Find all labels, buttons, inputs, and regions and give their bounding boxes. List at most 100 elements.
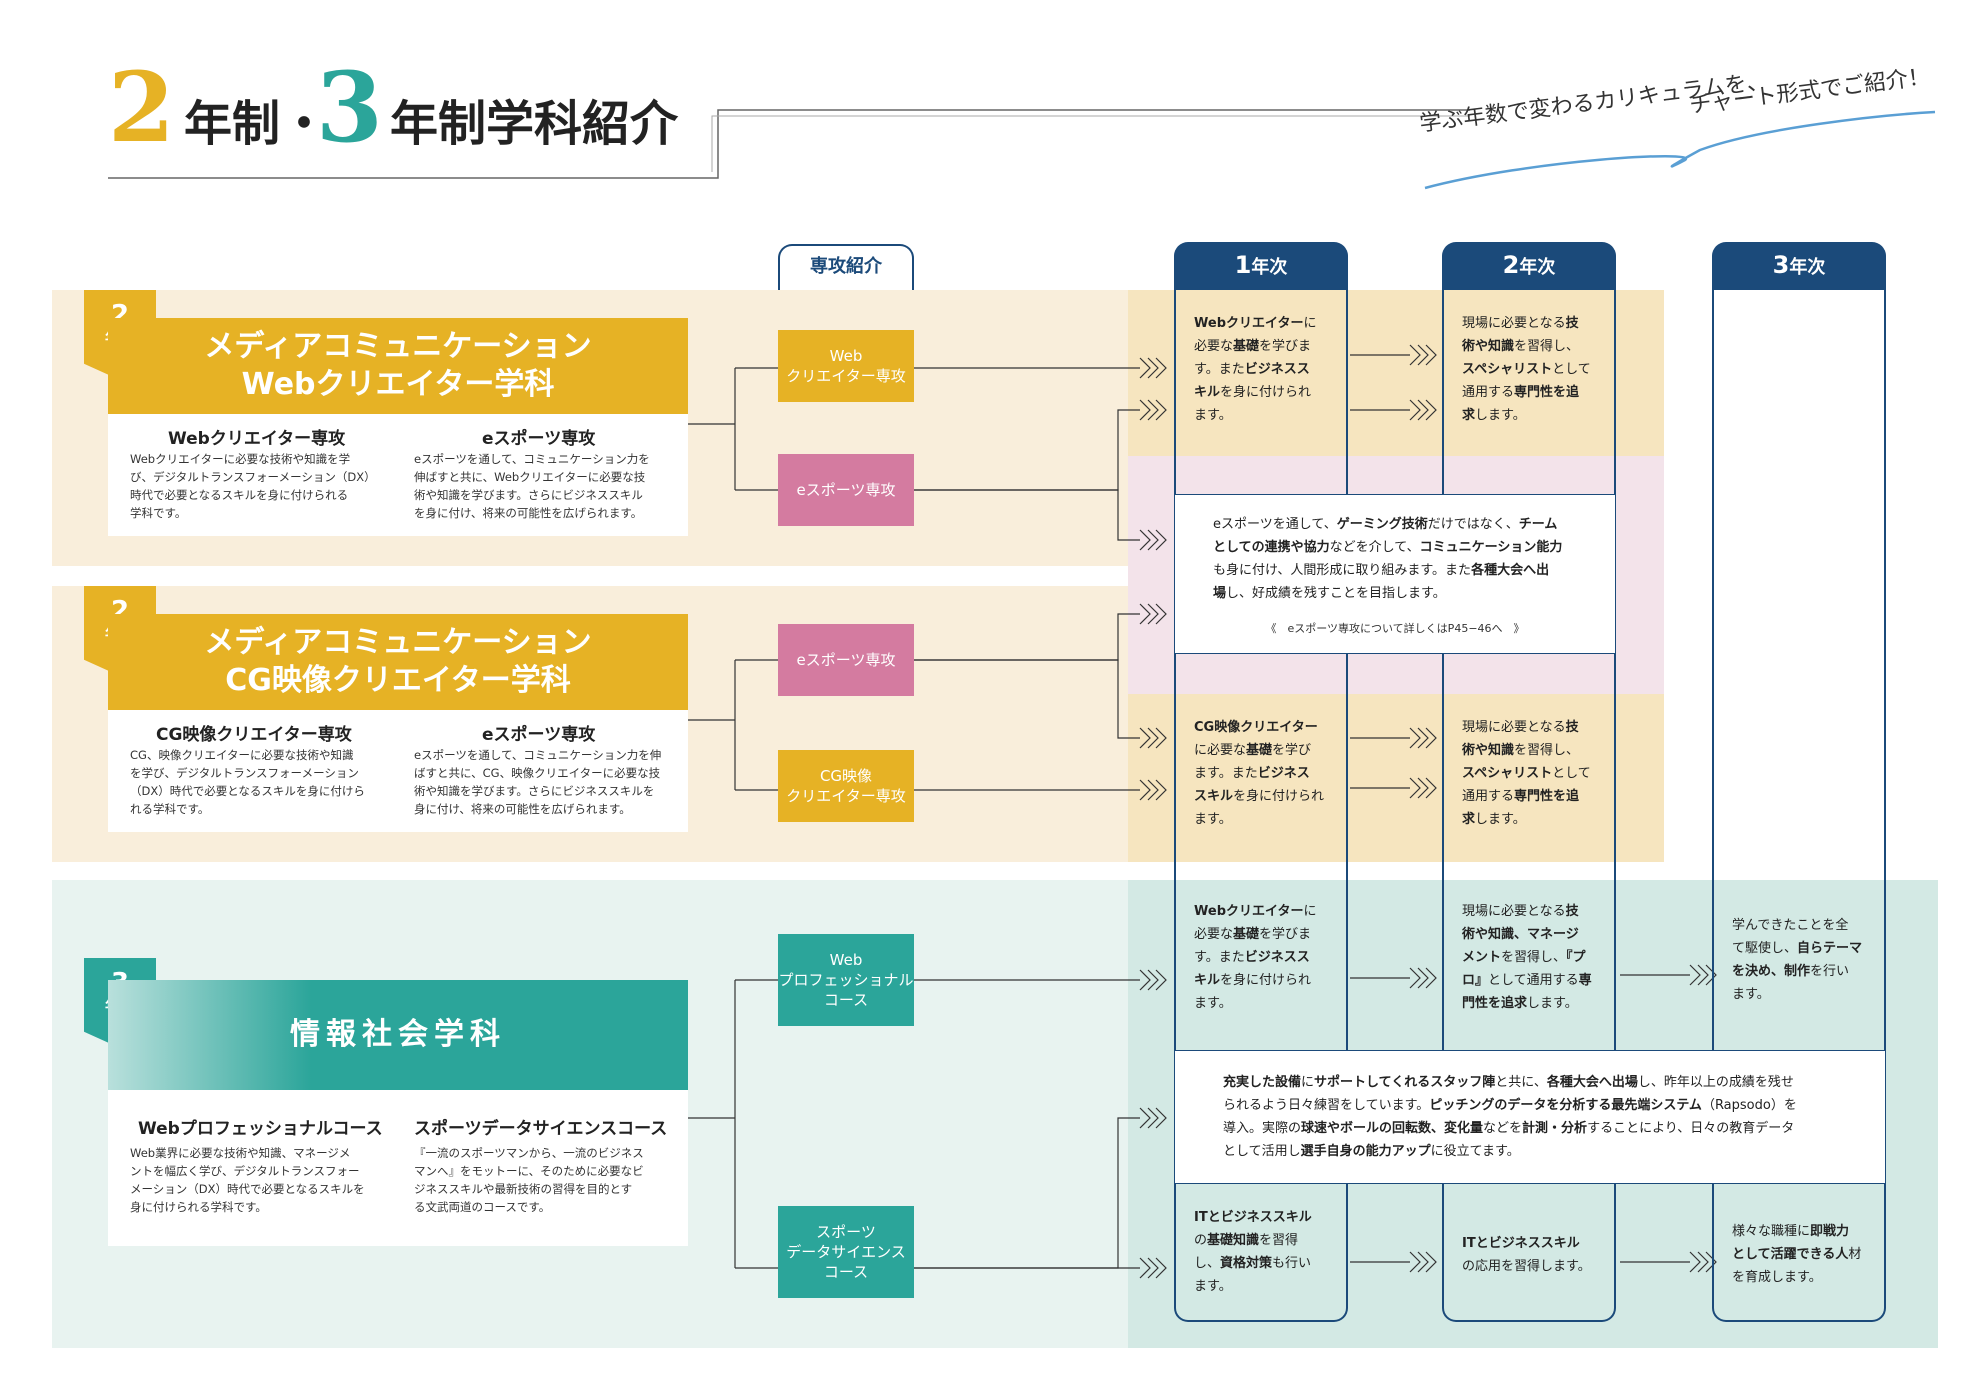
title-number-2: 2	[108, 51, 175, 164]
dept-name-line-2: Webクリエイター学科	[241, 367, 555, 402]
cell-line: として活躍できる人材	[1732, 1247, 1862, 1262]
dept-desc-web: Webクリエイター専攻 Webクリエイターに必要な技術や知識を学び、デジタルトラ…	[108, 414, 688, 536]
page-title: 2 年制・ 3 年制学科紹介	[108, 60, 728, 180]
year-tint-2	[1128, 694, 1664, 862]
cell-line: CG映像クリエイター	[1194, 720, 1318, 735]
desc-line: 術や知識を学びます。さらにビジネススキル	[414, 488, 643, 502]
cell-line: 術や知識を習得し、	[1462, 339, 1580, 354]
cell-line: eスポーツを通して、ゲーミング技術だけではなく、チーム	[1213, 517, 1558, 532]
course-line: データサイエンス	[786, 1243, 906, 1261]
cell-web-year2: 現場に必要となる技術や知識を習得し、スペシャリストとして通用する専門性を追求しま…	[1462, 312, 1591, 427]
cell-webpro-year2: 現場に必要となる技術や知識、マネージメントを習得し、『プロ』として通用する専門性…	[1462, 900, 1592, 1015]
cell-line: 門性を追求します。	[1462, 996, 1578, 1011]
cell-line: スペシャリストとして	[1462, 362, 1591, 377]
cell-line: としての連携や協力などを介して、コミュニケーション能力	[1213, 540, 1563, 555]
cell-line: スペシャリストとして	[1462, 766, 1591, 781]
desc-line: ントを幅広く学び、デジタルトランスフォー	[130, 1164, 360, 1178]
cell-line: を決め、制作を行い	[1732, 964, 1850, 979]
cell-web-year1: Webクリエイターに必要な基礎を学びます。またビジネススキルを身に付けられます。	[1194, 312, 1317, 427]
cell-line: キルを身に付けられ	[1194, 973, 1312, 988]
cell-line: ITとビジネススキル	[1194, 1210, 1312, 1225]
cell-sports-year3: 様々な職種に即戦力として活躍できる人材を育成します。	[1732, 1220, 1861, 1289]
major-title: eスポーツ専攻	[482, 429, 596, 449]
dept-name-line-2: CG映像クリエイター学科	[225, 663, 571, 698]
cell-line: ロ』として通用する専	[1462, 973, 1592, 988]
course-line: Web	[829, 347, 863, 365]
cell-line: す。またビジネスス	[1194, 362, 1310, 377]
major-desc: eスポーツを通して、コミュニケーション力を伸ばすと共に、CG、映像クリエイターに…	[414, 746, 661, 818]
desc-line: る文武両道のコースです。	[414, 1200, 551, 1214]
major-title: スポーツデータサイエンスコース	[414, 1119, 668, 1139]
cell-line: 通用する専門性を追	[1462, 789, 1580, 804]
cell-line: に必要な基礎を学び	[1194, 743, 1312, 758]
course-line: プロフェッショナル	[778, 971, 914, 989]
cell-esports: eスポーツを通して、ゲーミング技術だけではなく、チームとしての連携や協力などを介…	[1174, 494, 1616, 654]
course-line: eスポーツ専攻	[796, 651, 896, 669]
year-3-number: 3	[1772, 251, 1790, 279]
course-sports-data-science[interactable]: スポーツデータサイエンスコース	[778, 1206, 914, 1298]
major-desc: Web業界に必要な技術や知識、マネージメントを幅広く学び、デジタルトランスフォー…	[130, 1144, 365, 1216]
course-line: クリエイター専攻	[786, 787, 906, 805]
cell-line: ITとビジネススキル	[1462, 1236, 1580, 1251]
course-esports-1[interactable]: eスポーツ専攻	[778, 454, 914, 526]
cell-line: られるよう日々練習をしています。ピッチングのデータを分析する最先端システム（Ra…	[1223, 1098, 1797, 1113]
dept-name-line-1: 情報社会学科	[290, 1017, 506, 1052]
course-web-creator[interactable]: Web クリエイター専攻	[778, 330, 914, 402]
esports-text: eスポーツを通して、ゲーミング技術だけではなく、チームとしての連携や協力などを介…	[1213, 513, 1615, 605]
course-cg-creator[interactable]: CG映像クリエイター専攻	[778, 750, 914, 822]
course-line: スポーツ	[816, 1223, 876, 1241]
cell-line: し、資格対策も行い	[1194, 1256, 1312, 1271]
major-title: eスポーツ専攻	[482, 725, 596, 745]
course-line: CG映像	[819, 767, 873, 785]
cell-line: 求します。	[1462, 812, 1526, 827]
cell-line: ます。	[1194, 996, 1232, 1011]
cell-sports-year2: ITとビジネススキルの応用を習得します。	[1462, 1232, 1591, 1278]
desc-line: 『一流のスポーツマンから、一流のビジネス	[414, 1146, 644, 1160]
cell-cg-year2: 現場に必要となる技術や知識を習得し、スペシャリストとして通用する専門性を追求しま…	[1462, 716, 1591, 831]
dept-name-line-1: メディアコミュニケーション	[204, 329, 592, 364]
cell-line: Webクリエイターに	[1194, 316, 1317, 331]
course-line: クリエイター専攻	[786, 367, 906, 385]
desc-line: eスポーツを通して、コミュニケーション力を伸	[414, 748, 662, 762]
major-desc: Webクリエイターに必要な技術や知識を学び、デジタルトランスフォーメーション（D…	[130, 450, 376, 522]
year-header-2: 2年次	[1442, 242, 1616, 290]
cell-line: の基礎知識を習得	[1194, 1233, 1299, 1248]
year-2-label: 年次	[1519, 257, 1556, 278]
dept-name-info: 情報社会学科	[108, 980, 688, 1090]
cell-line: ます。	[1194, 1279, 1232, 1294]
desc-line: を身に付け、将来の可能性を広げられます。	[414, 506, 643, 520]
major-title: Webクリエイター専攻	[168, 429, 346, 449]
desc-line: マンへ』をモットーに、そのために必要なビ	[414, 1164, 644, 1178]
cell-line: Webクリエイターに	[1194, 904, 1317, 919]
course-line: eスポーツ専攻	[796, 481, 896, 499]
cell-webpro-year1: Webクリエイターに必要な基礎を学びます。またビジネススキルを身に付けられます。	[1194, 900, 1317, 1015]
year-column-2	[1442, 290, 1616, 1322]
year-2-number: 2	[1502, 251, 1520, 279]
cell-line: スキルを身に付けられ	[1194, 789, 1325, 804]
cell-line: ます。	[1732, 987, 1770, 1002]
dept-name-line-1: メディアコミュニケーション	[204, 625, 592, 660]
year-header-1: 1年次	[1174, 242, 1348, 290]
cell-line: 現場に必要となる技	[1462, 720, 1579, 735]
desc-line: メーション（DX）時代で必要となるスキルを	[130, 1182, 365, 1196]
course-line: コース	[823, 1263, 869, 1281]
esports-page-link[interactable]: 《 eスポーツ専攻について詳しくはP45−46へ 》	[1265, 622, 1525, 635]
cell-webpro-year3: 学んできたことを全て駆使し、自らテーマを決め、制作を行います。	[1732, 914, 1862, 1006]
cell-line: ます。	[1194, 408, 1232, 423]
cell-line: 現場に必要となる技	[1462, 316, 1579, 331]
title-number-3: 3	[316, 51, 383, 164]
cell-line: 様々な職種に即戦力	[1732, 1224, 1850, 1239]
cell-line: 学んできたことを全	[1732, 918, 1849, 933]
major-title: Webプロフェッショナルコース	[138, 1119, 383, 1139]
cell-line: を育成します。	[1732, 1270, 1822, 1285]
cell-cg-year1: CG映像クリエイターに必要な基礎を学びます。またビジネススキルを身に付けられます…	[1194, 716, 1324, 831]
major-title: CG映像クリエイター専攻	[156, 725, 352, 745]
course-esports-2[interactable]: eスポーツ専攻	[778, 624, 914, 696]
cell-line: 必要な基礎を学びま	[1194, 927, 1312, 942]
desc-line: Webクリエイターに必要な技術や知識を学	[130, 452, 351, 466]
course-line: コース	[823, 991, 869, 1009]
